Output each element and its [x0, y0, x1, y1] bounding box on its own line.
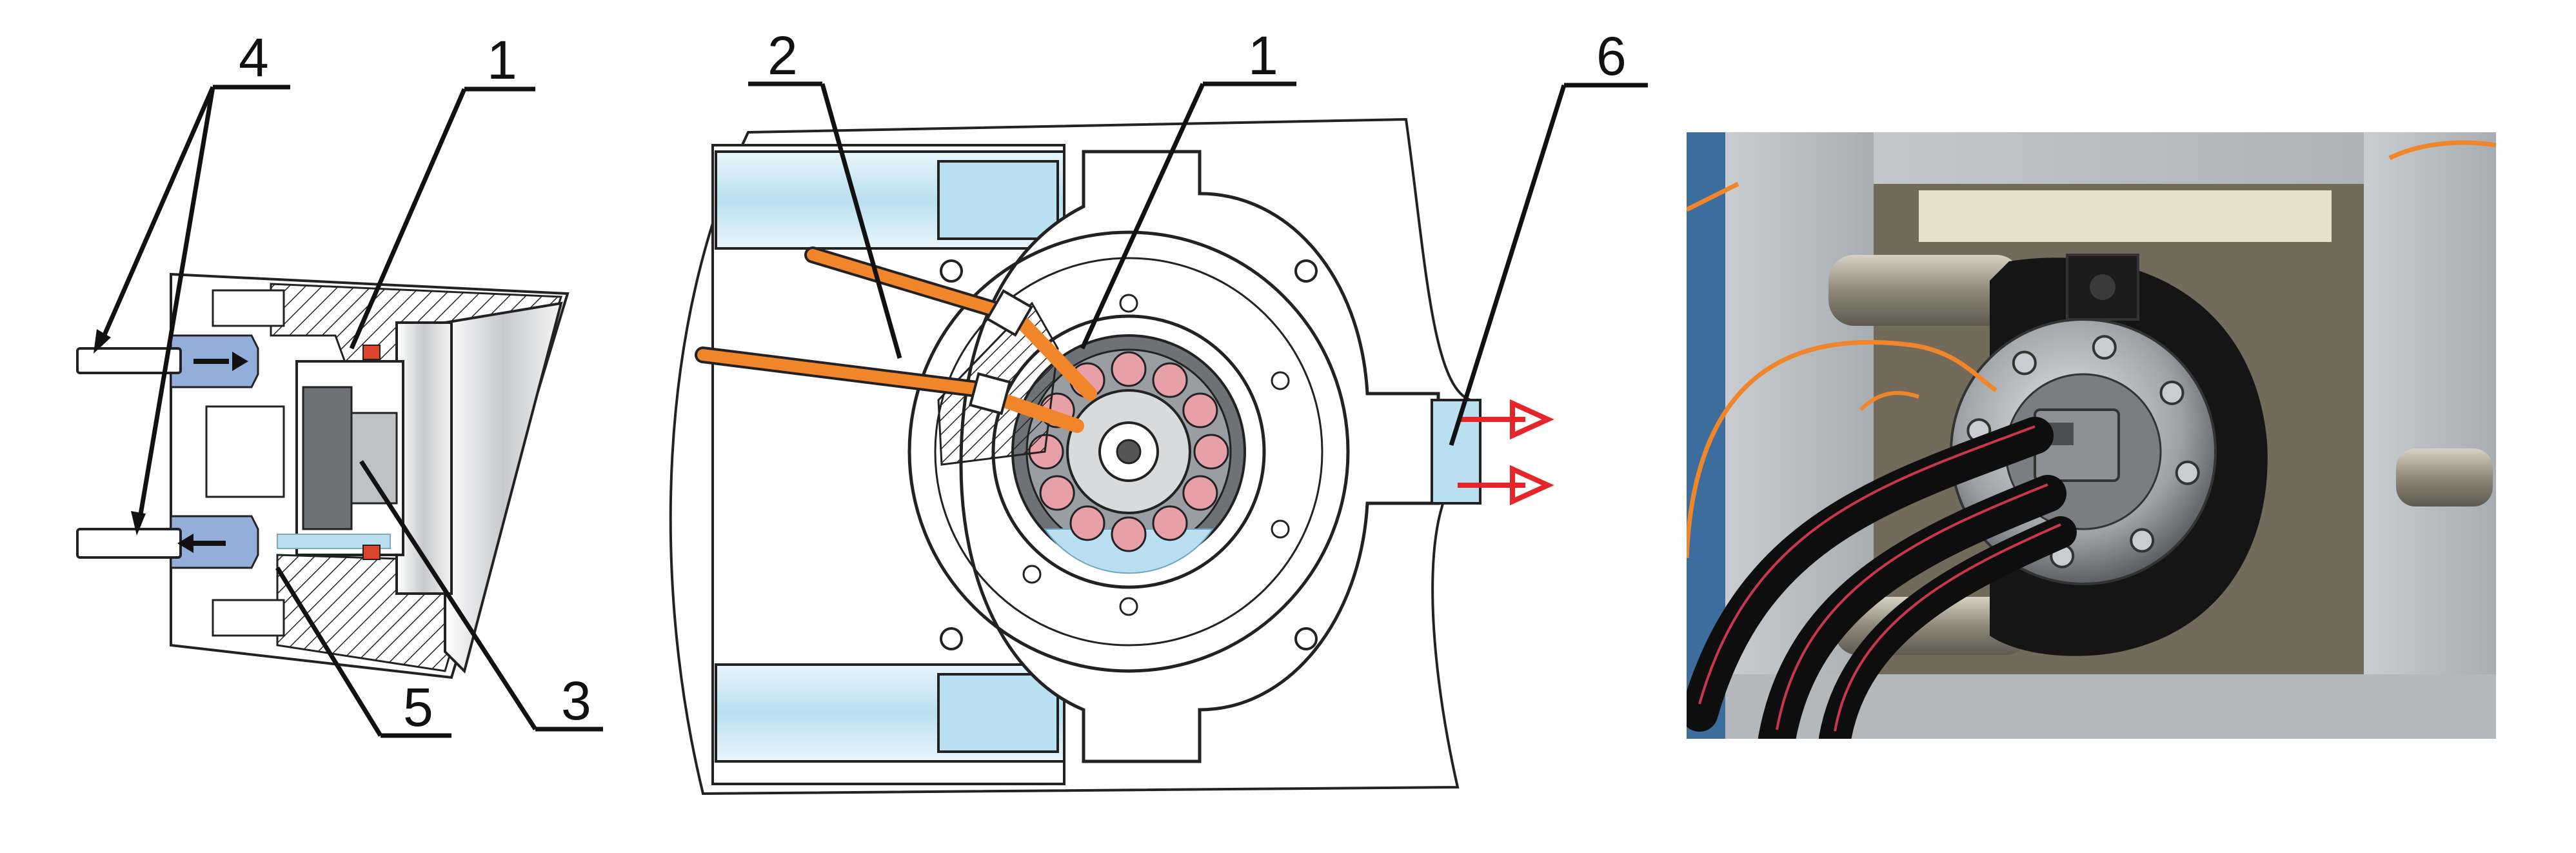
flow-arrow-2-head	[1510, 465, 1554, 506]
callout-3-leader	[359, 460, 537, 730]
bearing-roller	[1152, 505, 1188, 541]
right-frame-plate	[2364, 132, 2496, 739]
photo-illustration	[1687, 132, 2496, 739]
bolt-8	[1271, 519, 1290, 539]
flange-bolts	[1967, 335, 2200, 568]
housing-bolt-bottom	[212, 599, 285, 637]
upper-rod	[1828, 255, 2022, 326]
right-rod	[2396, 448, 2493, 507]
bolt-7	[1271, 371, 1290, 390]
callout-2-leader	[820, 83, 902, 359]
bearing-roller	[1039, 475, 1075, 511]
callout-6-leader	[1449, 84, 1567, 447]
callout-4-leader-b	[136, 86, 215, 527]
bearing-roller	[1182, 392, 1218, 428]
coolant-film	[277, 534, 391, 549]
orange-cable-1	[1687, 340, 1997, 559]
bolt-5	[1119, 294, 1138, 313]
outflow-arrow-head	[177, 534, 193, 553]
flange-disk	[395, 321, 453, 595]
bolt-3	[940, 627, 963, 650]
hose-1-stripe	[1698, 425, 2036, 705]
callout-1-label: 1	[487, 30, 517, 90]
flange-bolt	[2092, 335, 2117, 360]
sectional-view-drawing: 4 1 5 3	[76, 27, 603, 738]
bearing-rollers	[1028, 351, 1229, 552]
bolt-2	[1294, 259, 1318, 283]
sensor-probe-2	[996, 393, 1084, 433]
callout-1-label: 1	[1248, 25, 1278, 86]
flange-bolt	[2175, 460, 2200, 485]
hose-2	[1758, 475, 2066, 739]
callout-1-leader	[349, 88, 467, 350]
callout-2-label: 2	[768, 25, 798, 86]
bearing-rollers	[350, 412, 398, 505]
callout-1-leader	[1080, 83, 1205, 350]
callout-4-leader-a	[97, 86, 215, 346]
orange-cable-2	[2388, 140, 2496, 161]
bearing-ring	[302, 386, 353, 530]
hose-3	[1819, 516, 2077, 739]
bolt-4	[1294, 627, 1318, 650]
outer-ring	[907, 230, 1350, 673]
callout-3-label: 3	[561, 670, 591, 731]
callout-5-label: 5	[403, 677, 433, 738]
flange-bolt	[2130, 528, 2155, 553]
housing-lug-hole	[2090, 274, 2115, 300]
seal-top	[362, 345, 381, 360]
outer-ring-inner	[934, 257, 1323, 647]
sensor-probe-1	[1015, 316, 1097, 401]
flange-bolt	[2012, 350, 2037, 376]
bearing-roller	[1069, 505, 1105, 541]
lower-cylinder-cap	[937, 673, 1059, 753]
callout-5-leader	[275, 567, 382, 737]
front-view-panel: 2 1 6	[645, 0, 1677, 853]
lower-nipple	[76, 528, 182, 559]
bearing-roller	[1152, 362, 1188, 398]
front-view-drawing: 2 1 6	[669, 25, 1648, 796]
inflow-arrow-head	[232, 352, 248, 371]
sensor-nut-2	[968, 372, 1012, 416]
housing-bolt-top	[212, 289, 285, 327]
shaft-center	[1116, 439, 1142, 465]
callout-4-label: 4	[239, 27, 269, 88]
orange-cable-3	[1687, 181, 1739, 212]
sectional-view-panel: 4 1 5 3	[0, 0, 645, 853]
opening-light-strip	[1919, 190, 2332, 242]
bolt-1	[940, 259, 963, 283]
orange-cable-4	[1859, 391, 1919, 412]
flow-arrow-1-head	[1510, 399, 1554, 440]
bolt-6	[1119, 597, 1138, 616]
test-rig-photo	[1687, 132, 2496, 739]
hose-2-stripe	[1776, 483, 2048, 730]
sensor-cable-2	[697, 349, 993, 396]
hose-1	[1687, 417, 2054, 732]
callout-6-label: 6	[1596, 26, 1627, 86]
bearing-roller	[1182, 475, 1218, 511]
bearing-roller	[1111, 516, 1147, 552]
flange-bolt	[2159, 380, 2185, 405]
bearing-roller	[1111, 351, 1147, 387]
bolt-9	[1022, 565, 1042, 584]
callout-4-arrowhead-b	[131, 511, 146, 536]
sensor-nut-1	[986, 289, 1033, 337]
sensor-cable-1	[807, 249, 1012, 319]
upper-nipple	[76, 347, 182, 374]
housing-insert	[205, 405, 285, 498]
callout-4-arrowhead-a	[94, 329, 111, 354]
seal-bottom	[362, 545, 381, 560]
hose-3-stripe	[1834, 523, 2061, 732]
bearing-roller	[1193, 434, 1229, 470]
upper-cylinder-cap	[937, 160, 1059, 240]
